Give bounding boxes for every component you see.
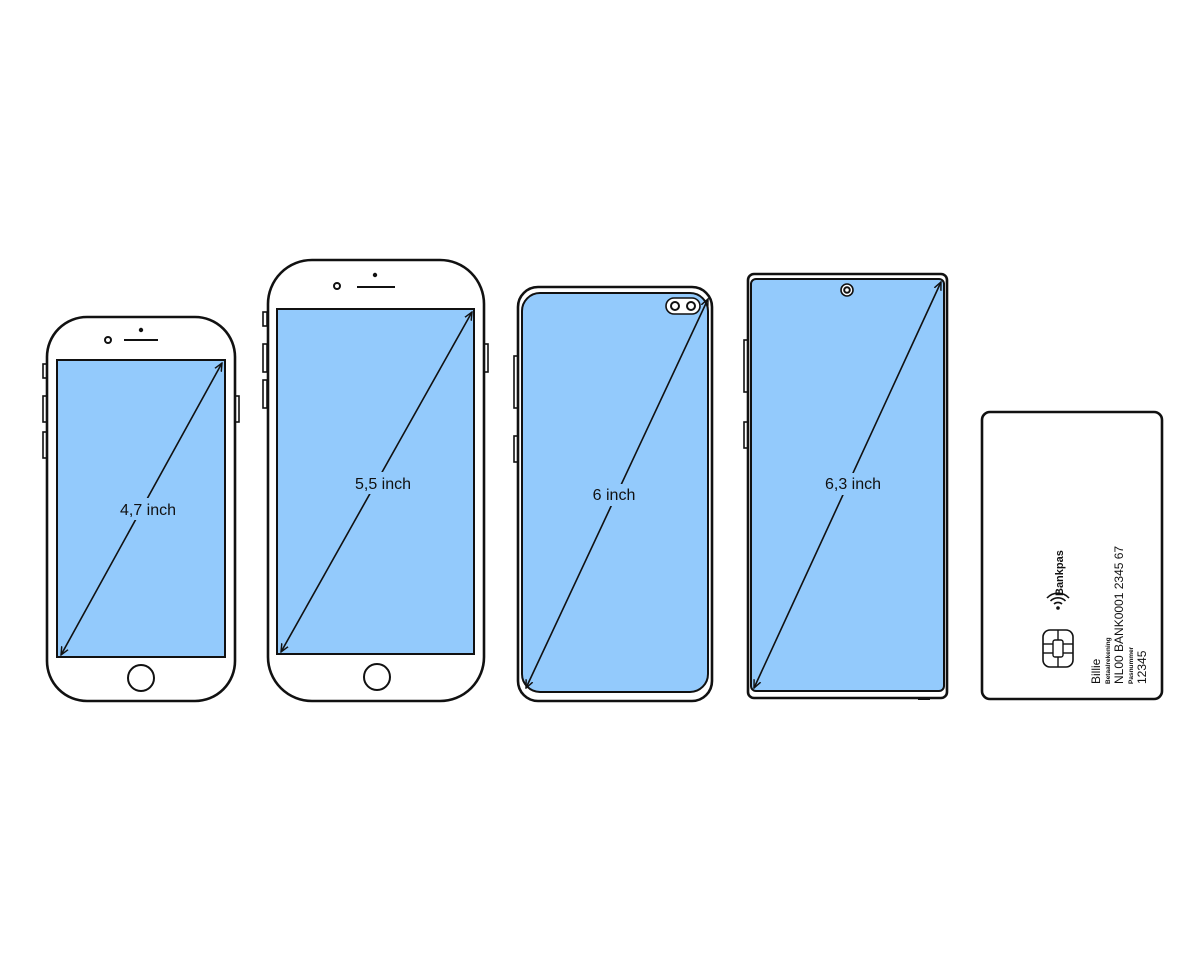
sensor-dot [372,272,378,278]
front-camera-icon [104,336,112,344]
contactless-icon [1046,592,1070,610]
card-body [980,410,1164,701]
chip-icon [1042,629,1074,668]
phone-6-inch: 6 inch [513,285,714,703]
card-number: 12345 [1135,650,1149,684]
side-button [262,311,268,327]
phone-6-3-inch: 6,3 inch [743,272,949,700]
home-button [127,664,155,692]
size-label: 4,7 inch [120,502,176,519]
account-label: Betaalrekening [1105,637,1112,684]
volume-down-button [262,379,268,409]
card-brand: Bankpas [1054,550,1066,596]
volume-up-button [262,343,268,373]
phone-4-7-inch: 4,7 inch [42,315,240,703]
sensor-dot [138,327,144,333]
bank-card: Bankpas Billie Betaalrekening NL00 BANK0… [980,410,1164,701]
size-label: 6,3 inch [825,476,881,493]
account-number: NL00 BANK0001 2345 67 [1112,546,1126,684]
punch-hole-camera [840,283,854,297]
card-number-label: Pasnummer [1128,646,1135,684]
phone-5-5-inch: 5,5 inch [262,258,489,703]
size-label: 6 inch [593,487,636,504]
card-holder-name: Billie [1089,658,1103,684]
front-camera-icon [333,282,341,290]
home-button [363,663,391,691]
size-label: 5,5 inch [355,476,411,493]
